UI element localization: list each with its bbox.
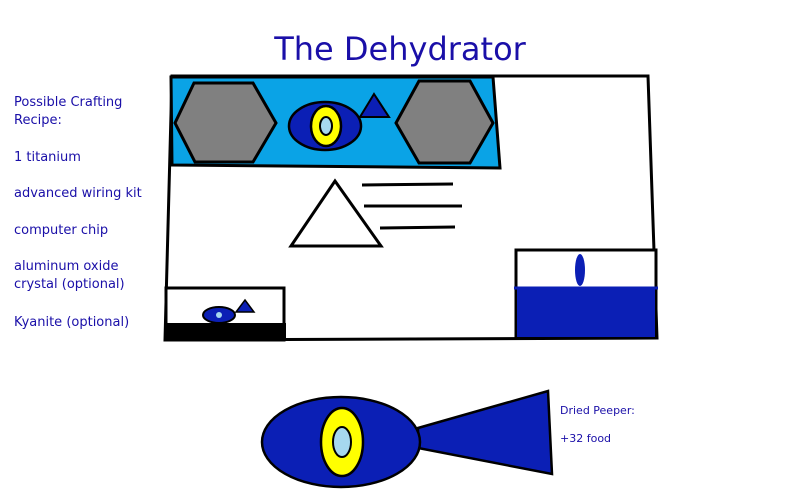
recipe-item-kyanite: Kyanite (optional) [14, 315, 130, 330]
panel-triangle-icon [358, 92, 391, 118]
water-tank[interactable] [514, 248, 658, 340]
recipe-heading: Possible Crafting Recipe: [14, 95, 123, 128]
water-drop-icon [575, 254, 585, 286]
result-stat: +32 food [560, 432, 612, 445]
dried-peeper-icon [260, 389, 554, 489]
text-line [361, 182, 454, 187]
page-title: The Dehydrator [274, 30, 526, 68]
text-line [379, 225, 456, 230]
outline-triangle-icon [288, 178, 384, 248]
recipe-item-titanium: 1 titanium [14, 150, 81, 165]
right-hexagon-icon[interactable] [394, 79, 495, 165]
result-name: Dried Peeper: [560, 404, 635, 417]
recipe-item-aluminum-oxide: aluminum oxide crystal (optional) [14, 259, 125, 292]
peeper-eye-icon [287, 100, 363, 152]
left-hexagon-icon[interactable] [173, 81, 278, 164]
small-peeper-slot[interactable] [164, 286, 286, 342]
recipe-item-computer-chip: computer chip [14, 223, 109, 238]
recipe-item-wiring-kit: advanced wiring kit [14, 186, 142, 201]
